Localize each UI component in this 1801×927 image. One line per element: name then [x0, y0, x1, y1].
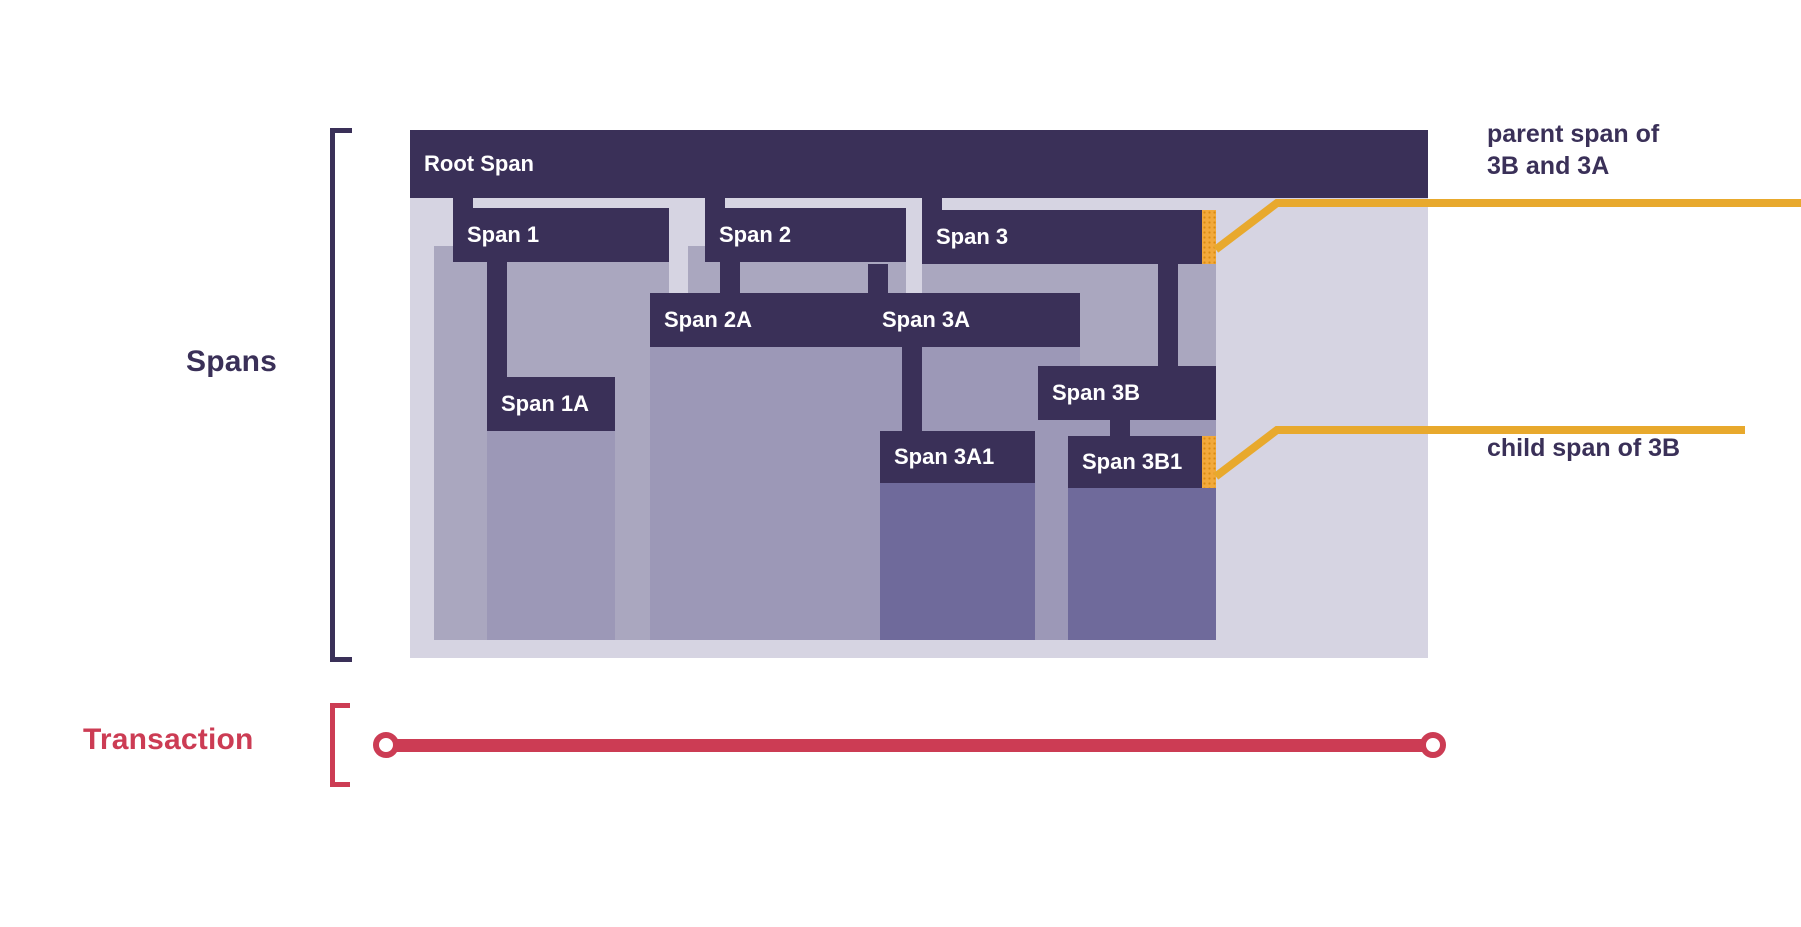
span-label-1a: Span 1A	[501, 391, 590, 416]
connector-3-rail	[1158, 264, 1178, 378]
span-bar-3[interactable]: Span 3	[922, 210, 1216, 264]
span-label-3a: Span 3A	[882, 307, 971, 332]
transaction-group-label: Transaction	[83, 723, 254, 756]
span-label-root: Root Span	[424, 151, 534, 176]
span-bar-3a[interactable]: Span 3A	[868, 293, 1080, 347]
transaction-start-marker[interactable]	[373, 732, 399, 758]
span-label-3a1: Span 3A1	[894, 444, 995, 469]
span-label-2: Span 2	[719, 222, 792, 247]
span-bar-1[interactable]: Span 1	[453, 208, 669, 262]
span-bar-1a[interactable]: Span 1A	[487, 377, 615, 431]
transaction-bracket	[330, 703, 350, 787]
span-bar-root[interactable]: Root Span	[410, 130, 1428, 198]
span-bar-3b1[interactable]: Span 3B1	[1068, 436, 1216, 488]
transaction-end-marker[interactable]	[1420, 732, 1446, 758]
span-label-3: Span 3	[936, 224, 1009, 249]
span-bar-2[interactable]: Span 2	[705, 208, 906, 262]
span-bar-3b[interactable]: Span 3B	[1038, 366, 1216, 420]
connector-3a-to-3a1	[902, 347, 922, 439]
spans-group-label: Spans	[186, 345, 278, 378]
callout-parent-span: parent span of 3B and 3A	[1487, 120, 1660, 180]
span-body-2a	[650, 293, 906, 640]
span-bar-2a[interactable]: Span 2A	[650, 293, 906, 347]
highlight-chip-child	[1202, 436, 1216, 488]
span-label-2a: Span 2A	[664, 307, 753, 332]
connector-1-to-1a	[487, 262, 507, 407]
span-label-1: Span 1	[467, 222, 540, 247]
highlight-chip-parent	[1202, 210, 1216, 264]
callout-child-span: child span of 3B	[1487, 434, 1681, 462]
spans-bracket	[330, 128, 352, 662]
span-label-3b1: Span 3B1	[1082, 449, 1183, 474]
leader-line-parent	[1213, 199, 1801, 253]
leader-line-child	[1213, 426, 1745, 480]
transaction-timeline-bar	[385, 739, 1433, 752]
span-label-3b: Span 3B	[1052, 380, 1141, 405]
span-bar-3a1[interactable]: Span 3A1	[880, 431, 1035, 483]
